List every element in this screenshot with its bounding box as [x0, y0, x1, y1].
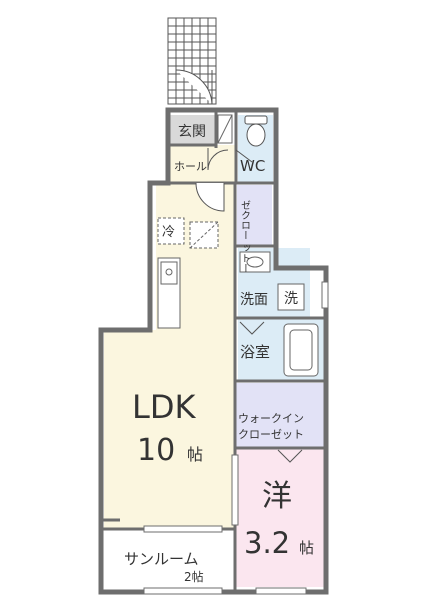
- bath-door: [239, 321, 265, 335]
- label-bedroom-unit: 帖: [299, 539, 314, 557]
- hall-fill: [170, 145, 236, 183]
- label-washer: 洗: [284, 291, 298, 307]
- hall-inner-door: [207, 148, 229, 171]
- kitchen-sink: [160, 261, 178, 285]
- label-bedroom-name: 洋: [262, 479, 292, 514]
- exterior-walls: [98, 107, 329, 595]
- fridge-box: [157, 217, 185, 245]
- label-bath: 浴室: [240, 343, 270, 361]
- bedroom-fill: [236, 449, 324, 587]
- wc-door: [235, 149, 253, 163]
- label-closet: ゼクロー ットー: [239, 200, 251, 273]
- label-ldk-size: 10: [137, 433, 175, 468]
- label-ldk-name: LDK: [132, 388, 196, 426]
- wic-fill: [236, 383, 324, 447]
- hall-door-swing: [195, 182, 225, 212]
- washer-box: [277, 283, 305, 311]
- label-wic-line1: ウォークイン: [238, 412, 304, 425]
- label-sunroom-size: 2帖: [184, 569, 204, 584]
- ldk-fill: [104, 330, 234, 528]
- closet-fill: [237, 185, 272, 245]
- stove-icon: [165, 268, 173, 276]
- label-hall: ホール: [174, 160, 207, 173]
- sunroom-fill: [104, 530, 234, 587]
- wash-basin: [239, 251, 271, 273]
- bedroom-door: [277, 449, 303, 463]
- label-washroom: 洗面: [240, 292, 268, 308]
- label-fridge: 冷: [162, 225, 175, 240]
- windows: [143, 281, 329, 595]
- bathtub-icon: [283, 323, 319, 377]
- entry-door-swing: [175, 69, 213, 105]
- label-ldk-unit: 帖: [187, 445, 203, 464]
- label-wic-line2: クローゼット: [238, 428, 304, 441]
- label-sunroom-name: サンルーム: [124, 550, 199, 568]
- label-wc: WC: [240, 157, 265, 175]
- label-bedroom-size: 3.2: [244, 526, 290, 560]
- label-genkan: 玄関: [178, 123, 206, 140]
- toilet-icon: [244, 115, 268, 147]
- genkan-fill: [170, 115, 215, 145]
